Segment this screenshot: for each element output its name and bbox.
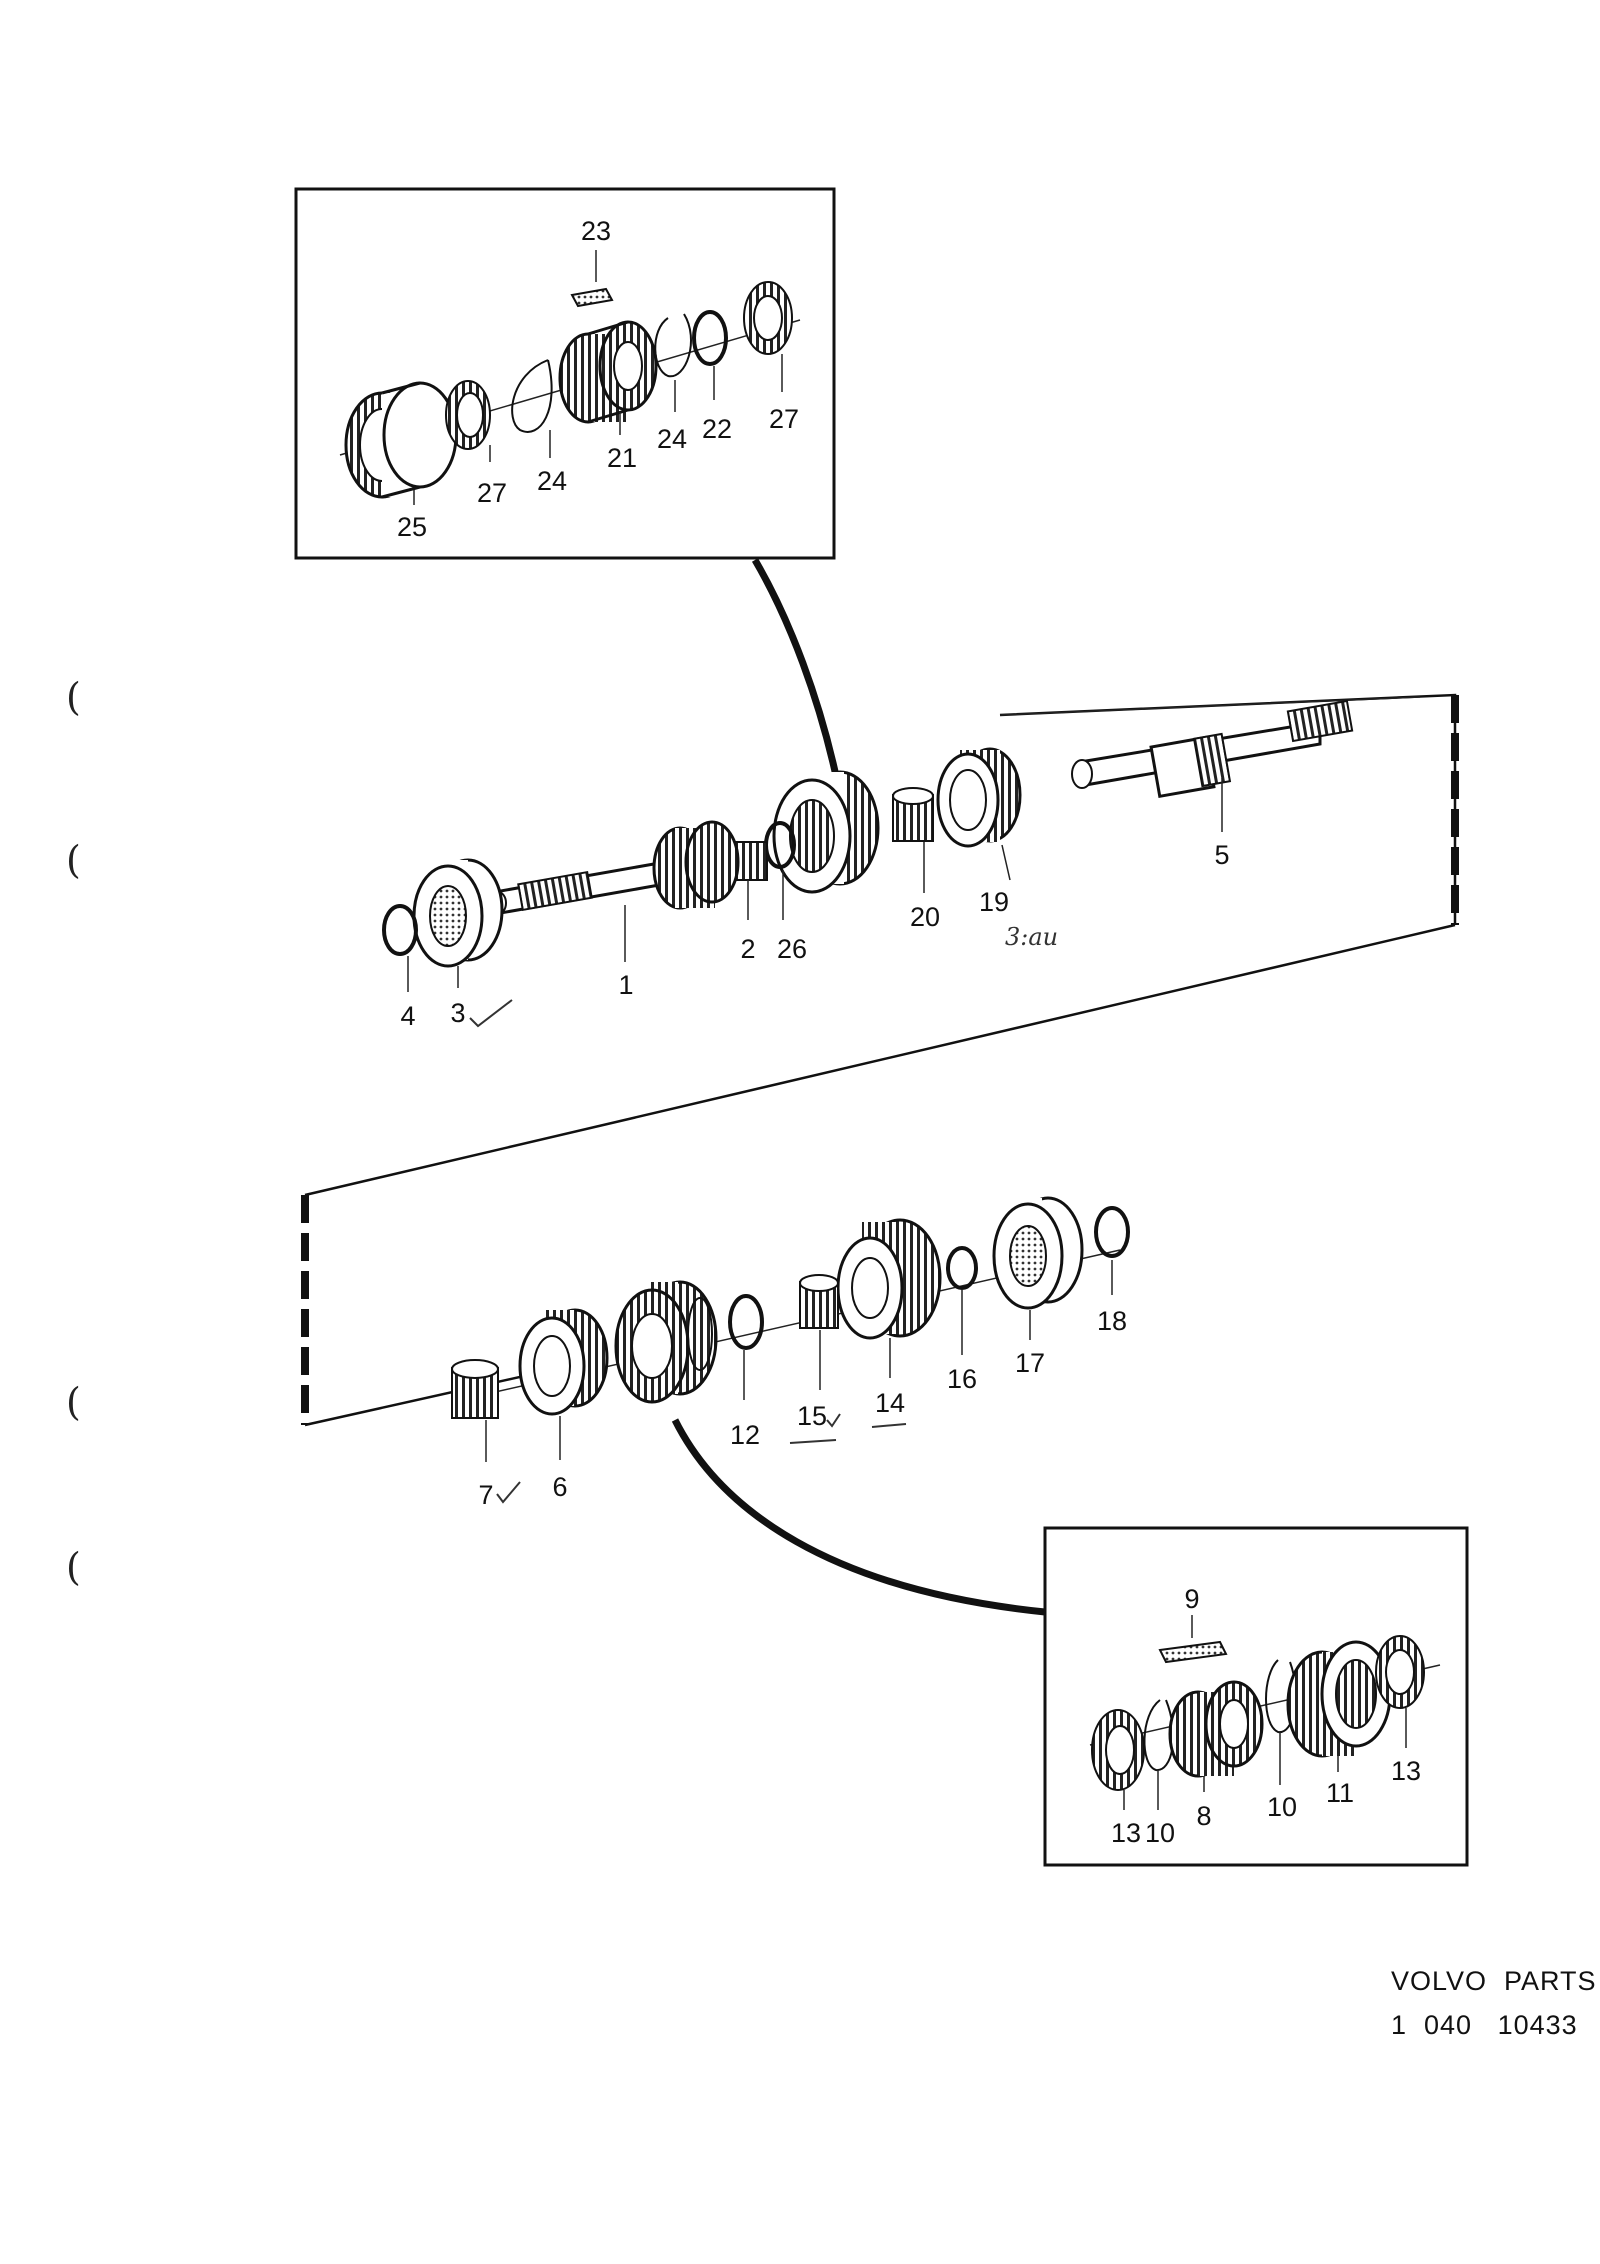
part-27-ring-right [743, 281, 793, 355]
callout-4: 4 [400, 1001, 415, 1031]
part-27-ring-left [445, 380, 491, 450]
part-2-bearing [734, 841, 768, 881]
part-5-rear-shaft [1071, 699, 1354, 799]
check-mark-3 [469, 999, 513, 1028]
margin-mark: ( [66, 838, 81, 882]
callout-22: 22 [702, 414, 732, 444]
margin-mark: ( [66, 1545, 81, 1589]
callout-17: 17 [1015, 1348, 1045, 1378]
callout-8: 8 [1196, 1801, 1211, 1831]
callout-25: 25 [397, 512, 427, 542]
synchro-assembly-main [772, 770, 880, 894]
callout-27-right: 27 [769, 404, 799, 434]
part-16-washer [946, 1246, 978, 1290]
handwritten-note: 3:au [1005, 923, 1058, 951]
connector-bottom [671, 1418, 1046, 1616]
part-1-input-shaft [489, 820, 740, 916]
callout-11: 11 [1326, 1778, 1354, 1808]
callout-15: 15 [797, 1401, 827, 1431]
part-13-ring-left [1091, 1709, 1145, 1791]
callout-12: 12 [730, 1420, 760, 1450]
part-14-gear [836, 1218, 942, 1340]
check-mark-15 [826, 1413, 841, 1428]
callout-23: 23 [581, 216, 611, 246]
callout-24-left: 24 [537, 466, 567, 496]
countershaft-row: 18 17 16 14 15 12 6 7 [301, 1195, 1130, 1510]
callout-1: 1 [618, 970, 633, 1000]
callout-27-left: 27 [477, 478, 507, 508]
underline-14 [871, 1423, 907, 1428]
callout-20: 20 [910, 902, 940, 932]
callout-7: 7 [478, 1480, 493, 1510]
caption-brand: VOLVO PARTS [1391, 1966, 1597, 1996]
part-20-needle-bearing [892, 787, 934, 842]
callout-19: 19 [979, 887, 1009, 917]
callout-14: 14 [875, 1388, 905, 1418]
part-13-ring-right [1375, 1635, 1425, 1709]
callout-10-right: 10 [1267, 1792, 1297, 1822]
bottom-inset: 9 13 10 8 10 11 13 [1043, 1526, 1469, 1867]
top-inset: 23 25 27 24 21 24 22 27 [294, 187, 836, 560]
callout-16: 16 [947, 1364, 977, 1394]
part-21-hub [558, 320, 658, 424]
part-17-ball-bearing [992, 1196, 1084, 1310]
margin-mark: ( [66, 1380, 81, 1424]
callout-10-left: 10 [1145, 1818, 1175, 1848]
part-9-key [1158, 1640, 1228, 1664]
part-12-snap-ring [728, 1294, 764, 1350]
part-19-gear [936, 747, 1022, 848]
callout-9: 9 [1184, 1584, 1199, 1614]
margin-mark: ( [66, 675, 81, 719]
connector-top [751, 558, 842, 786]
part-11-sleeve [1286, 1640, 1392, 1758]
part-8-hub [1168, 1680, 1264, 1778]
synchro-assembly-lower [614, 1280, 718, 1404]
callout-13-left: 13 [1111, 1818, 1141, 1848]
part-25-sleeve [344, 381, 458, 499]
part-24-spring-left [511, 359, 553, 433]
callout-13-right: 13 [1391, 1756, 1421, 1786]
mainshaft-row: 5 19 20 26 2 1 3 4 3:au [382, 693, 1459, 1031]
part-18-circlip [1094, 1206, 1130, 1258]
part-6-gear [518, 1308, 609, 1416]
callout-24-right: 24 [657, 424, 687, 454]
caption-part-number: 1 040 10433 [1391, 2010, 1578, 2040]
callout-26: 26 [777, 934, 807, 964]
callout-6: 6 [552, 1472, 567, 1502]
part-24-spring-right [654, 313, 693, 378]
part-23-key [570, 287, 614, 308]
underline-15 [789, 1439, 837, 1444]
part-3-ball-bearing [412, 858, 504, 968]
part-4-circlip [382, 904, 418, 956]
check-mark-7 [496, 1481, 521, 1504]
callout-18: 18 [1097, 1306, 1127, 1336]
callout-2: 2 [740, 934, 755, 964]
part-22-ring [692, 310, 728, 366]
callout-3: 3 [450, 998, 465, 1028]
part-15-needle-bearing [799, 1274, 839, 1329]
part-7-needle-bearing [451, 1359, 499, 1419]
row-divider [304, 923, 1456, 1197]
callout-21: 21 [607, 443, 637, 473]
callout-5: 5 [1214, 840, 1229, 870]
